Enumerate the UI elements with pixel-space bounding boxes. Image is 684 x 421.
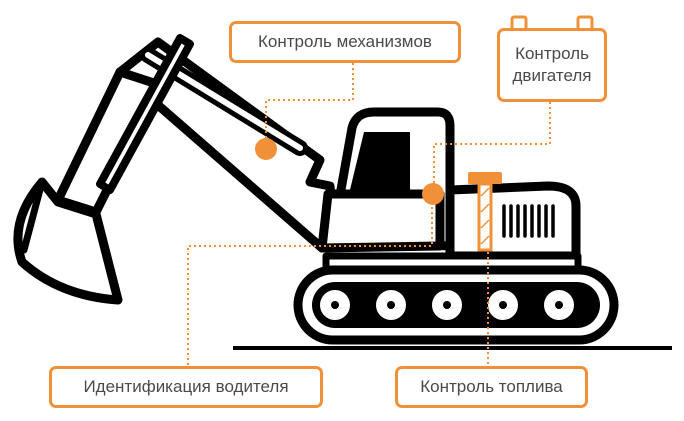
driver-identification-label: Идентификация водителя — [49, 366, 323, 408]
engine-control-text-line2: двигателя — [512, 66, 592, 85]
engine-grill — [502, 204, 555, 238]
fuel-control-label: Контроль топлива — [395, 366, 588, 408]
driver-identification-text: Идентификация водителя — [83, 377, 289, 396]
mechanisms-control-label: Контроль механизмов — [229, 21, 461, 63]
fuel-probe-icon — [468, 172, 502, 252]
fuel-control-text: Контроль топлива — [420, 377, 563, 396]
excavator-icon — [13, 34, 619, 345]
engine-control-text-line1: Контроль — [515, 44, 589, 63]
engine-control-label: Контроль двигателя — [497, 28, 607, 102]
sensor-dot-icon — [255, 138, 277, 160]
mechanisms-control-text: Контроль механизмов — [258, 32, 432, 51]
leader-lines — [187, 63, 551, 366]
sensor-dot-icon — [422, 183, 444, 205]
